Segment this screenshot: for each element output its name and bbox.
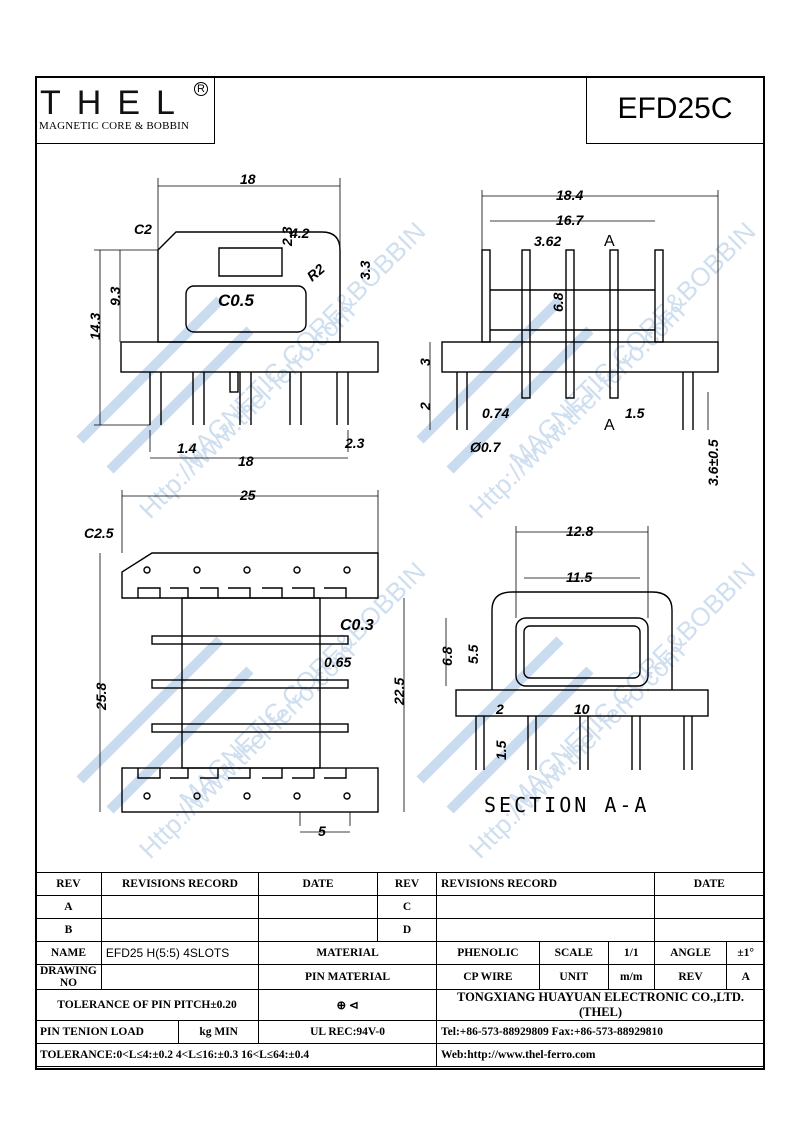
dim-label: 18.4: [556, 187, 583, 203]
web-address: Web:http://www.thel-ferro.com: [436, 1043, 765, 1067]
pin-tension-unit: kg MIN: [178, 1020, 260, 1044]
dim-label: C0.3: [340, 617, 374, 634]
dim-label: 1.5: [493, 740, 509, 760]
date-header-2: DATE: [653, 872, 766, 896]
dim-label: 12.8: [566, 523, 593, 539]
dim-label: 2: [495, 701, 504, 717]
tolerance-pitch: TOLERANCE OF PIN PITCH±0.20: [34, 989, 260, 1021]
dim-label: 18: [238, 453, 254, 469]
dim-label: 9.3: [107, 286, 123, 306]
dim-label: 3.6±0.5: [705, 439, 721, 486]
drawing-no-label: DRAWING NO: [35, 964, 102, 990]
dim-label: 2: [417, 402, 433, 411]
projection-symbol-icon: ⊕ ⊲: [258, 989, 438, 1021]
dim-label: 2.3: [344, 435, 365, 451]
dim-label: 10: [574, 701, 590, 717]
logo-subtitle: MAGNETIC CORE & BOBBIN: [39, 120, 190, 132]
dim-label: 4.2: [289, 225, 310, 241]
section-label: SECTION A-A: [484, 793, 649, 817]
dim-label: 2.3: [279, 226, 295, 247]
dim-label: 25: [239, 487, 256, 503]
dim-label: 25.8: [93, 683, 109, 711]
dim-label: 16.7: [556, 212, 584, 228]
scale-label: SCALE: [538, 941, 609, 965]
name-label: NAME: [35, 941, 102, 965]
dim-label: Ø0.7: [470, 439, 502, 455]
logo-frame: [35, 76, 215, 144]
tel-fax: Tel:+86-573-88929809 Fax:+86-573-8892981…: [436, 1020, 765, 1044]
dim-label: 18: [240, 171, 256, 187]
section-marker: A: [604, 417, 615, 434]
dim-label: 6.8: [550, 292, 566, 312]
plan-view: [121, 552, 379, 813]
dim-label: 0.74: [482, 405, 509, 421]
registered-mark-icon: R: [194, 82, 208, 96]
dim-label: 3.3: [357, 260, 373, 280]
dim-label: 22.5: [391, 678, 407, 706]
logo-wordmark: THEL: [40, 84, 191, 122]
revisions-header-2: REVISIONS RECORD: [436, 872, 655, 896]
dim-label: 1.5: [625, 405, 645, 421]
rev-label: REV: [653, 964, 728, 990]
dim-label: C2.5: [84, 525, 114, 541]
dim-label: R2: [304, 260, 328, 284]
material-label: MATERIAL: [258, 941, 438, 965]
rev-a: A: [35, 895, 102, 919]
front-view: [120, 231, 379, 425]
scale-value: 1/1: [607, 941, 655, 965]
name-value: EFD25 H(5:5) 4SLOTS: [100, 941, 260, 965]
part-number: EFD25C: [617, 92, 733, 125]
watermark-logo: [76, 296, 594, 814]
material-value: PHENOLIC: [436, 941, 540, 965]
rev-c: C: [377, 895, 438, 919]
angle-label: ANGLE: [653, 941, 728, 965]
rev-d: D: [377, 918, 438, 942]
rev-value: A: [726, 964, 765, 990]
dim-label: 0.65: [324, 654, 351, 670]
dim-label: 14.3: [87, 313, 103, 340]
dim-label: 5: [318, 823, 326, 839]
company-name: TONGXIANG HUAYUAN ELECTRONIC CO.,LTD. (T…: [436, 989, 765, 1021]
dim-label: 3.62: [534, 233, 561, 249]
dimension-lines: [94, 178, 719, 833]
dim-label: 11.5: [566, 569, 592, 585]
rev-header: REV: [35, 872, 102, 896]
date-header: DATE: [258, 872, 379, 896]
dim-label: C0.5: [218, 291, 254, 310]
drawing-border: [35, 76, 765, 1070]
dim-label: 5.5: [465, 644, 481, 664]
dim-label: 6.8: [439, 646, 455, 666]
dim-label: C2: [134, 221, 152, 237]
pin-material-label: PIN MATERIAL: [258, 964, 438, 990]
unit-label: UNIT: [538, 964, 609, 990]
unit-value: m/m: [607, 964, 655, 990]
title-block: REV REVISIONS RECORD DATE REV REVISIONS …: [34, 872, 766, 1067]
tolerance-general: TOLERANCE:0<L≤4:±0.2 4<L≤16:±0.3 16<L≤64…: [34, 1043, 438, 1067]
section-marker: A: [604, 233, 615, 250]
part-number-frame: [586, 76, 765, 144]
ul-rec: UL REC:94V-0: [258, 1020, 438, 1044]
rev-b: B: [35, 918, 102, 942]
revisions-header: REVISIONS RECORD: [100, 872, 260, 896]
dim-label: 3: [417, 358, 433, 366]
side-view: [441, 249, 719, 430]
pin-material-value: CP WIRE: [436, 964, 540, 990]
dim-label: 1.4: [177, 440, 197, 456]
angle-value: ±1°: [726, 941, 765, 965]
rev-header-2: REV: [377, 872, 438, 896]
section-view: [455, 591, 709, 770]
pin-tension-label: PIN TENION LOAD: [34, 1020, 180, 1044]
